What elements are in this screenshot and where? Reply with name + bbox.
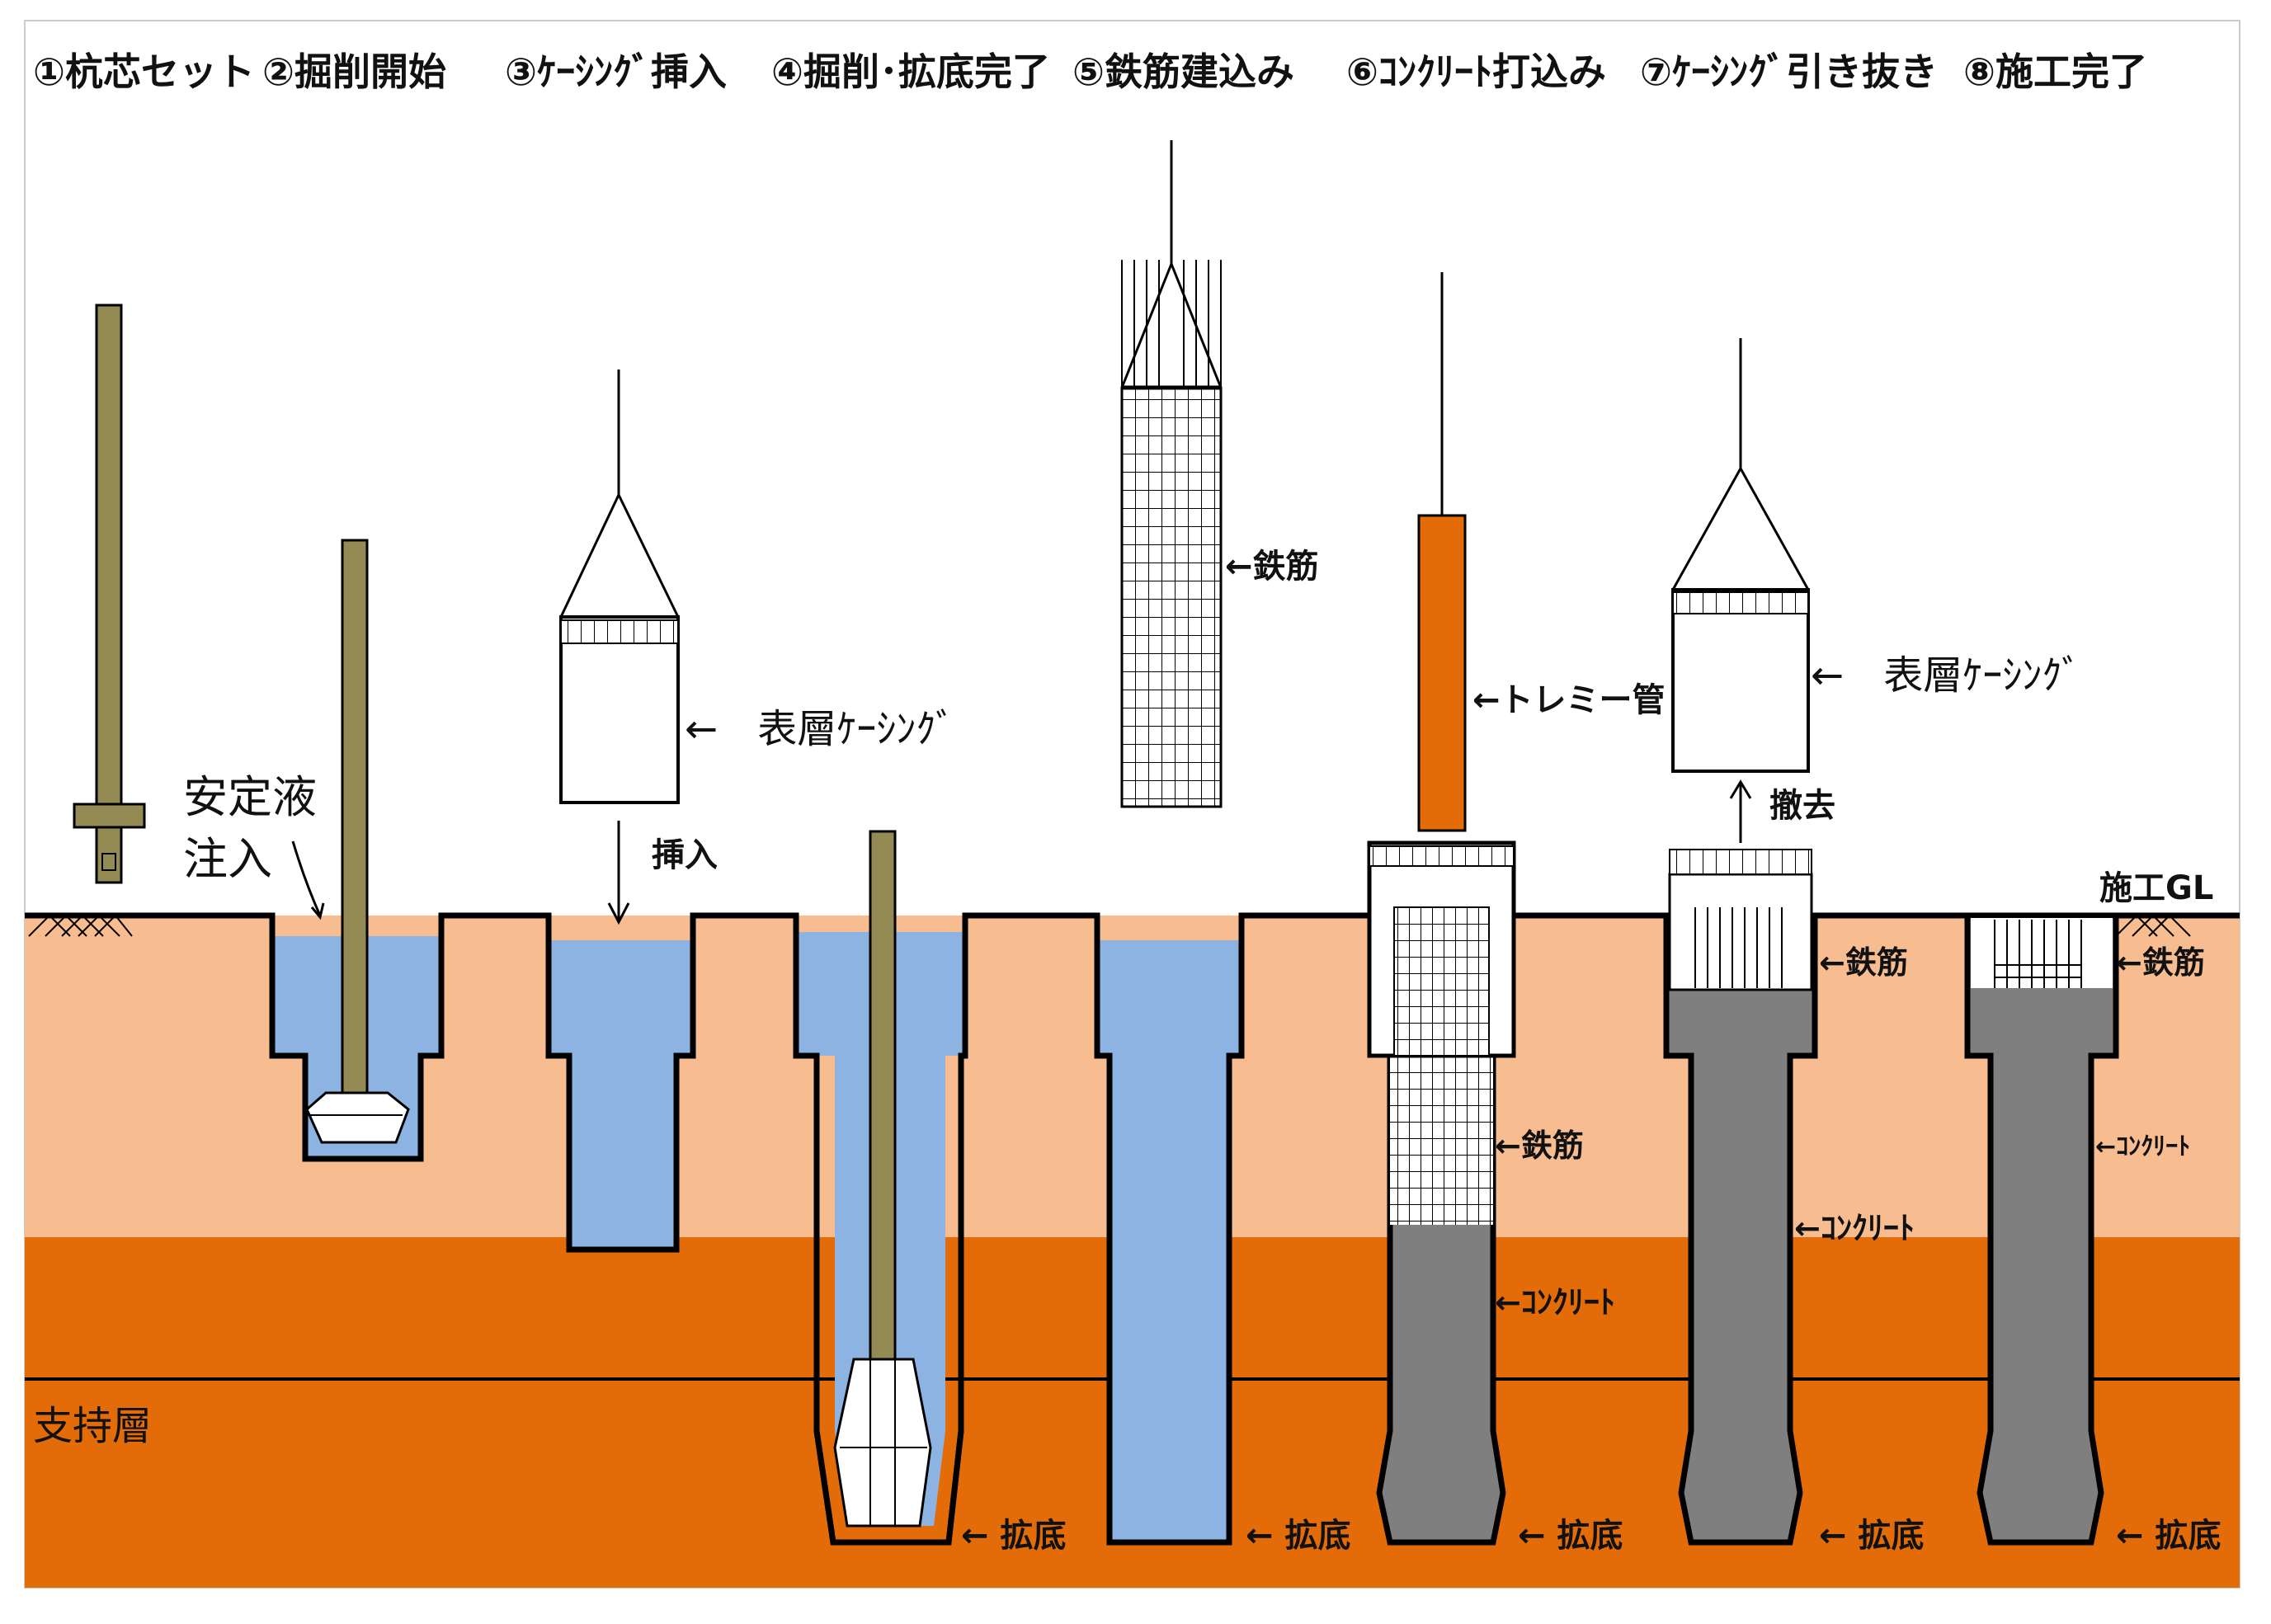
enlarged-base-label-5: ← 拡底 bbox=[1246, 1517, 1350, 1555]
step2-excavation: 安定液 注入 bbox=[183, 539, 445, 1162]
step3-casing-insertion: ← 表層ｹｰｼﾝｸﾞ 挿入 bbox=[545, 370, 955, 1253]
bearing-layer-label: 支持層 bbox=[33, 1403, 152, 1449]
rebar-label-8: ←鉄筋 bbox=[2116, 944, 2205, 981]
rebar-cage bbox=[1120, 386, 1223, 808]
rebar-label-6: ←鉄筋 bbox=[1495, 1127, 1584, 1164]
enlarged-base-label-8: ← 拡底 bbox=[2116, 1517, 2221, 1555]
step8-construction-complete: 施工GL ←鉄筋 ←ｺﾝｸﾘｰﾄ ← 拡底 bbox=[1964, 869, 2221, 1555]
surface-casing-label-3: ← 表層ｹｰｼﾝｸﾞ bbox=[685, 706, 955, 752]
rebar-cage-label: ←鉄筋 bbox=[1225, 548, 1319, 586]
step-2-heading: ②掘削開始 bbox=[262, 49, 446, 94]
concrete-label-6: ←ｺﾝｸﾘｰﾄ bbox=[1495, 1284, 1615, 1320]
step-headings: ①杭芯セット ②掘削開始 ③ｹｰｼﾝｸﾞ挿入 ④掘削･拡底完了 ⑤鉄筋建込み ⑥… bbox=[33, 49, 2147, 94]
step-1-heading: ①杭芯セット bbox=[33, 49, 255, 94]
concrete-label-7: ←ｺﾝｸﾘｰﾄ bbox=[1794, 1210, 1915, 1246]
step-4-heading: ④掘削･拡底完了 bbox=[771, 49, 1050, 94]
ground-hatch-right bbox=[2115, 914, 2191, 937]
ground-hatch-left bbox=[28, 914, 133, 937]
insert-label: 挿入 bbox=[652, 836, 718, 874]
step-7-heading: ⑦ｹｰｼﾝｸﾞ引き抜き bbox=[1640, 49, 1938, 94]
step1-pile-marker bbox=[73, 304, 146, 884]
tremie-pipe bbox=[1417, 514, 1467, 832]
tremie-label: ←トレミー管 bbox=[1472, 681, 1666, 719]
construction-gl-label: 施工GL bbox=[2099, 869, 2213, 907]
step7-casing-withdrawal: ← 表層ｹｰｼﾝｸﾞ 撤去 ←鉄筋 ←ｺﾝｸﾘｰﾄ ← 拡底 bbox=[1663, 338, 2081, 1555]
stabilizer-label-line2: 注入 bbox=[183, 833, 272, 885]
enlarged-base-label-6: ← 拡底 bbox=[1518, 1517, 1623, 1555]
step-5-heading: ⑤鉄筋建込み bbox=[1072, 49, 1294, 94]
step-8-heading: ⑧施工完了 bbox=[1963, 49, 2147, 94]
rebar-label-7: ←鉄筋 bbox=[1819, 944, 1908, 981]
stabilizer-label-line1: 安定液 bbox=[183, 771, 317, 823]
step-3-heading: ③ｹｰｼﾝｸﾞ挿入 bbox=[505, 49, 727, 94]
enlarged-base-label-7: ← 拡底 bbox=[1819, 1517, 1924, 1555]
step6-concrete-pouring: ←トレミー管 ←鉄筋 ←ｺﾝｸﾘｰﾄ ← 拡底 bbox=[1367, 272, 1666, 1555]
surface-casing-label-7: ← 表層ｹｰｼﾝｸﾞ bbox=[1811, 652, 2081, 699]
enlarged-base-label-4: ← 拡底 bbox=[961, 1517, 1066, 1555]
removal-label: 撤去 bbox=[1769, 787, 1835, 825]
step4-excavation-complete: ← 拡底 bbox=[793, 830, 1066, 1555]
surface-casing-7 bbox=[1671, 588, 1810, 773]
step5-rebar-installation: ←鉄筋 ← 拡底 bbox=[1094, 140, 1350, 1555]
step-6-heading: ⑥ｺﾝｸﾘｰﾄ打込み bbox=[1346, 49, 1606, 94]
concrete-label-8: ←ｺﾝｸﾘｰﾄ bbox=[2095, 1132, 2190, 1161]
surface-casing-3 bbox=[559, 615, 680, 804]
